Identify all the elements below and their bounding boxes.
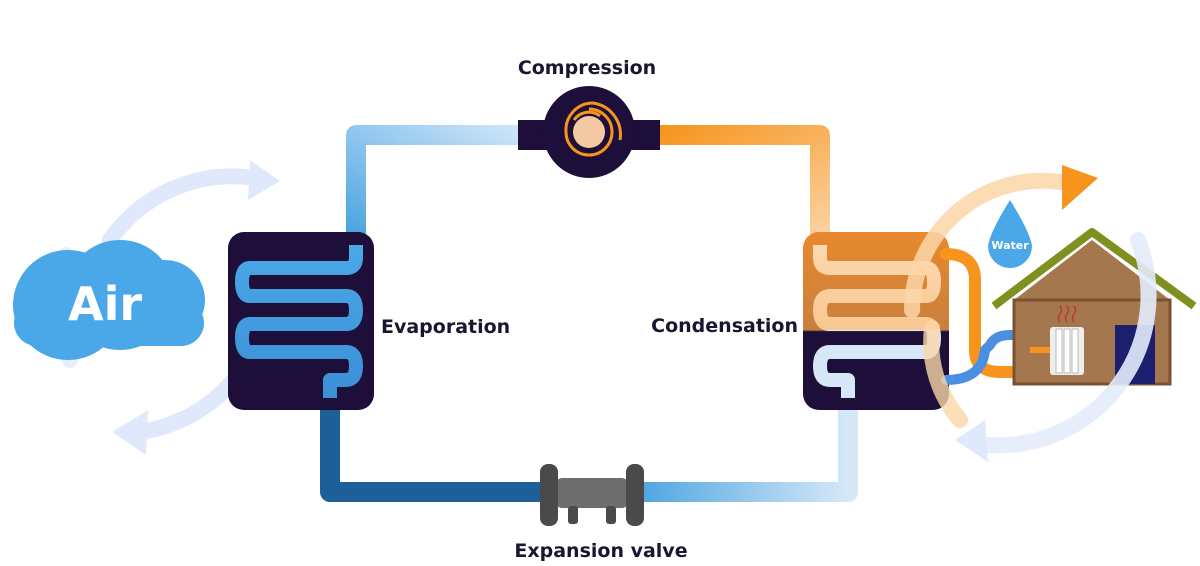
compression-label: Compression (518, 57, 656, 79)
evaporation-label: Evaporation (381, 316, 510, 338)
evaporator-unit (228, 232, 374, 410)
radiator-icon (1050, 305, 1084, 375)
refrigerant-pipes (320, 125, 858, 502)
air-label: Air (68, 277, 142, 331)
heat-cycle-arrows (904, 165, 1157, 462)
water-drop-icon: Water (988, 200, 1032, 268)
water-label: Water (991, 239, 1029, 252)
compressor (518, 86, 660, 178)
spiral-icon (564, 101, 622, 157)
expansion-valve-label: Expansion valve (514, 540, 687, 562)
air-cloud: Air (13, 240, 205, 360)
expansion-valve (540, 464, 644, 526)
condensation-label: Condensation (651, 315, 798, 337)
